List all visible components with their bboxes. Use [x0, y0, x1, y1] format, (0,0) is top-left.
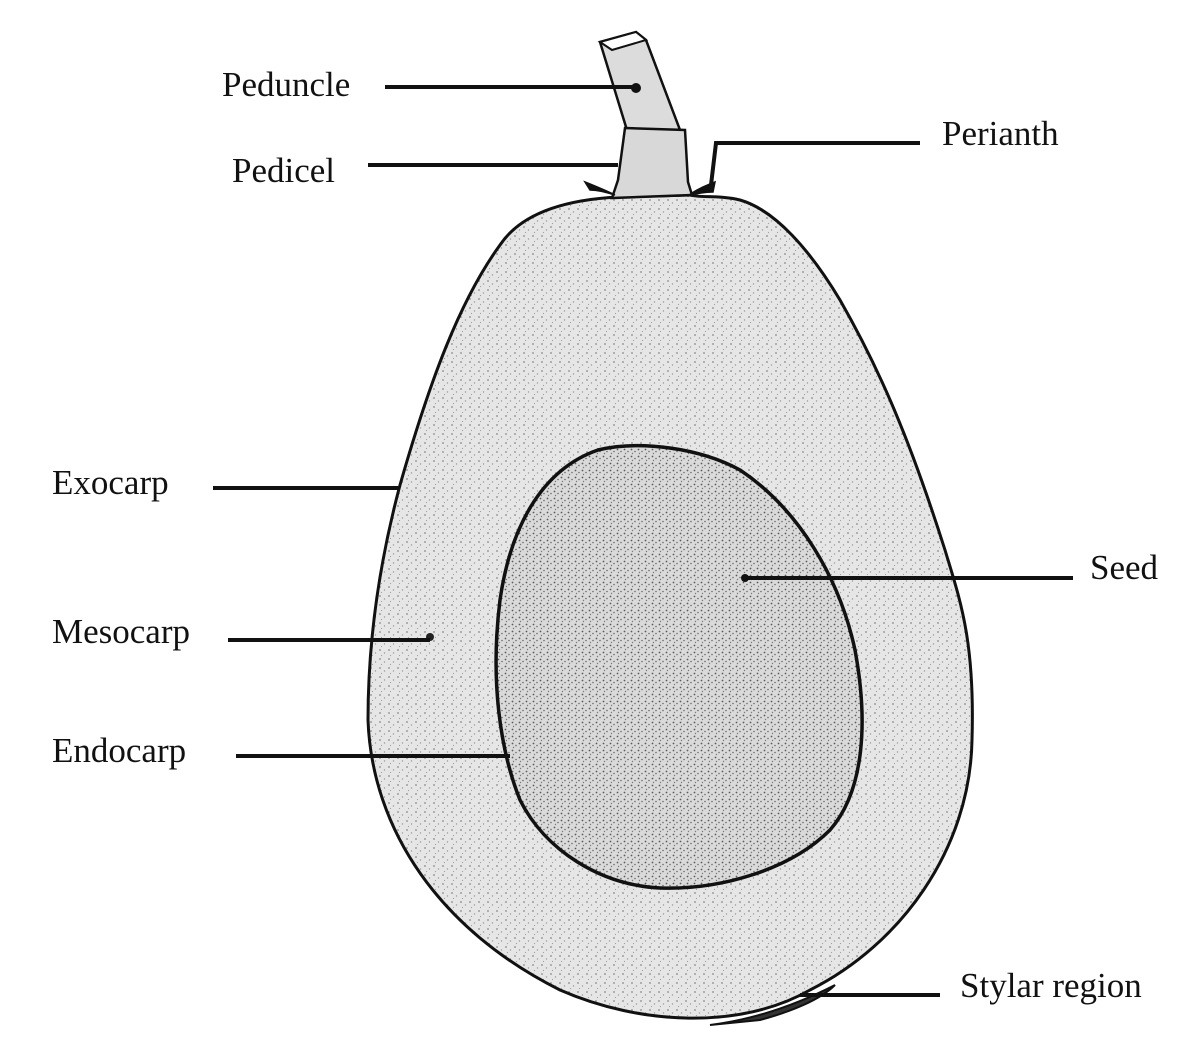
label-mesocarp: Mesocarp: [52, 612, 190, 651]
perianth-leader-line: [711, 143, 920, 185]
label-endocarp: Endocarp: [52, 731, 186, 770]
label-perianth: Perianth: [942, 114, 1059, 153]
label-peduncle: Peduncle: [222, 65, 350, 104]
label-stylar-region: Stylar region: [960, 966, 1142, 1005]
perianth-lobe-left: [585, 182, 615, 195]
pedicel-stalk: [612, 128, 692, 198]
label-exocarp: Exocarp: [52, 463, 169, 502]
peduncle-dot: [631, 83, 641, 93]
label-pedicel: Pedicel: [232, 151, 335, 190]
label-seed: Seed: [1090, 548, 1159, 587]
